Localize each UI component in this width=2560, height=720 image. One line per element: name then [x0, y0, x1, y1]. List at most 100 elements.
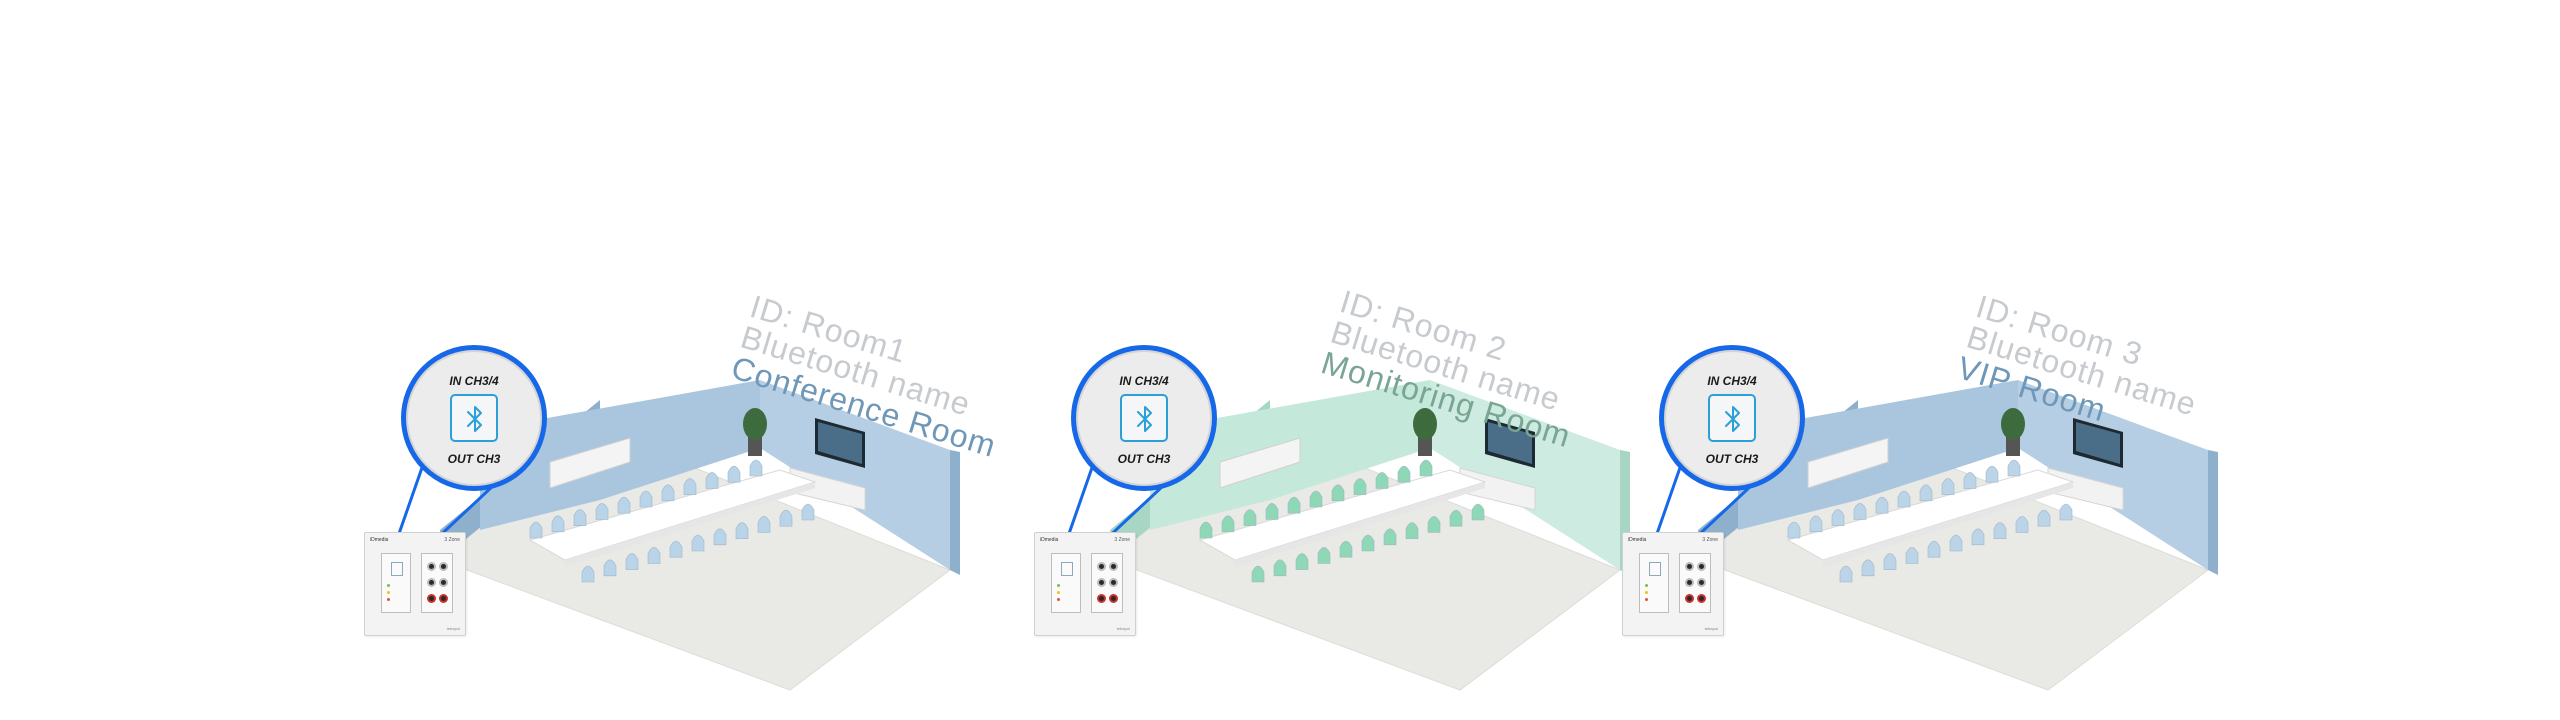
bluetooth-button[interactable] — [1708, 394, 1756, 442]
chair — [1339, 540, 1353, 558]
plant-leaves — [743, 408, 767, 440]
panel-model: 3 Zone — [444, 537, 460, 543]
chair — [2037, 509, 2051, 527]
chair — [1883, 553, 1897, 570]
chair — [1927, 540, 1941, 558]
chair — [1243, 509, 1257, 526]
chair — [705, 472, 719, 489]
bluetooth-button[interactable] — [1120, 394, 1168, 442]
audio-jack-module — [1091, 553, 1123, 613]
plant-leaves — [1413, 408, 1437, 440]
chair — [639, 490, 653, 508]
chair — [625, 553, 639, 570]
right-wall — [1430, 380, 1620, 570]
panel-footer: tetrapol — [1116, 626, 1130, 631]
chair — [1273, 559, 1287, 577]
tv-display — [1488, 422, 1532, 464]
panel-brand: iDmedia — [1628, 537, 1647, 543]
chair — [779, 509, 793, 527]
chair — [529, 521, 543, 539]
wall-panel-device: iDmedia 3 Zone tetrapol — [364, 532, 466, 636]
chair — [1941, 478, 1955, 495]
chair — [669, 540, 683, 558]
right-wall-edge — [950, 450, 960, 575]
chair — [691, 534, 705, 552]
chair — [1809, 515, 1823, 533]
panel-brand: iDmedia — [1040, 537, 1059, 543]
chair — [735, 522, 749, 539]
chair — [1199, 521, 1213, 539]
chair — [683, 478, 697, 495]
chair — [1383, 528, 1397, 546]
whiteboard — [1807, 437, 1889, 489]
chair — [1963, 472, 1977, 489]
chair — [1317, 547, 1331, 564]
table-edge — [565, 482, 815, 567]
right-wall-edge — [2208, 450, 2218, 575]
out-channel-label: OUT CH3 — [1117, 452, 1171, 466]
chair — [1265, 503, 1279, 520]
chair — [1331, 484, 1345, 502]
panel-brand: iDmedia — [370, 537, 389, 543]
chair — [603, 559, 617, 577]
bluetooth-icon — [1725, 406, 1740, 432]
chair — [1985, 465, 1999, 483]
chair — [2059, 503, 2073, 521]
right-wall — [2018, 380, 2208, 570]
chair — [1831, 509, 1845, 526]
whiteboard — [549, 437, 631, 489]
panel-model: 3 Zone — [1702, 537, 1718, 543]
bluetooth-module — [381, 553, 411, 613]
tv-display — [818, 422, 862, 464]
zoom-callout: IN CH3/4 OUT CH3 — [401, 345, 547, 491]
chair — [1427, 516, 1441, 533]
chair — [1853, 503, 1867, 520]
plant-leaves — [2001, 408, 2025, 440]
chair — [727, 465, 741, 483]
room-illustration — [1650, 380, 2218, 691]
chair — [749, 459, 763, 477]
whiteboard — [1219, 437, 1301, 489]
room-scene-3: ID: Room 3 Bluetooth name VIP Room IN CH… — [1618, 0, 2318, 720]
chair — [1919, 484, 1933, 502]
chair — [595, 503, 609, 520]
chair — [551, 515, 565, 533]
right-wall — [760, 380, 950, 570]
audio-jack-module — [421, 553, 453, 613]
chair — [713, 528, 727, 546]
chair — [1353, 478, 1367, 495]
chair — [1419, 459, 1433, 477]
in-channel-label: IN CH3/4 — [449, 374, 499, 388]
chair — [1875, 496, 1889, 514]
bluetooth-module — [1051, 553, 1081, 613]
chair — [1251, 565, 1265, 583]
chair — [1375, 472, 1389, 489]
chair — [617, 496, 631, 514]
chair — [1397, 465, 1411, 483]
chair — [2015, 516, 2029, 533]
room-scene-2: ID: Room 2 Bluetooth name Monitoring Roo… — [1030, 0, 1730, 720]
panel-model: 3 Zone — [1114, 537, 1130, 543]
chair — [1449, 509, 1463, 527]
chair — [573, 509, 587, 526]
bluetooth-icon — [467, 406, 482, 432]
chair — [801, 503, 815, 521]
table-edge — [1235, 482, 1485, 567]
out-channel-label: OUT CH3 — [1705, 452, 1759, 466]
chair — [1309, 490, 1323, 508]
chair — [581, 565, 595, 583]
chair — [647, 547, 661, 564]
tv-display — [2076, 422, 2120, 464]
bluetooth-module — [1639, 553, 1669, 613]
chair — [1295, 553, 1309, 570]
bluetooth-icon — [1137, 406, 1152, 432]
room-scene-1: ID: Room1 Bluetooth name Conference Room… — [360, 0, 1060, 720]
room-illustration — [392, 380, 960, 691]
panel-footer: tetrapol — [446, 626, 460, 631]
chair — [1861, 559, 1875, 577]
chair — [661, 484, 675, 502]
chair — [1405, 522, 1419, 539]
out-channel-label: OUT CH3 — [447, 452, 501, 466]
bluetooth-button[interactable] — [450, 394, 498, 442]
chair — [1361, 534, 1375, 552]
